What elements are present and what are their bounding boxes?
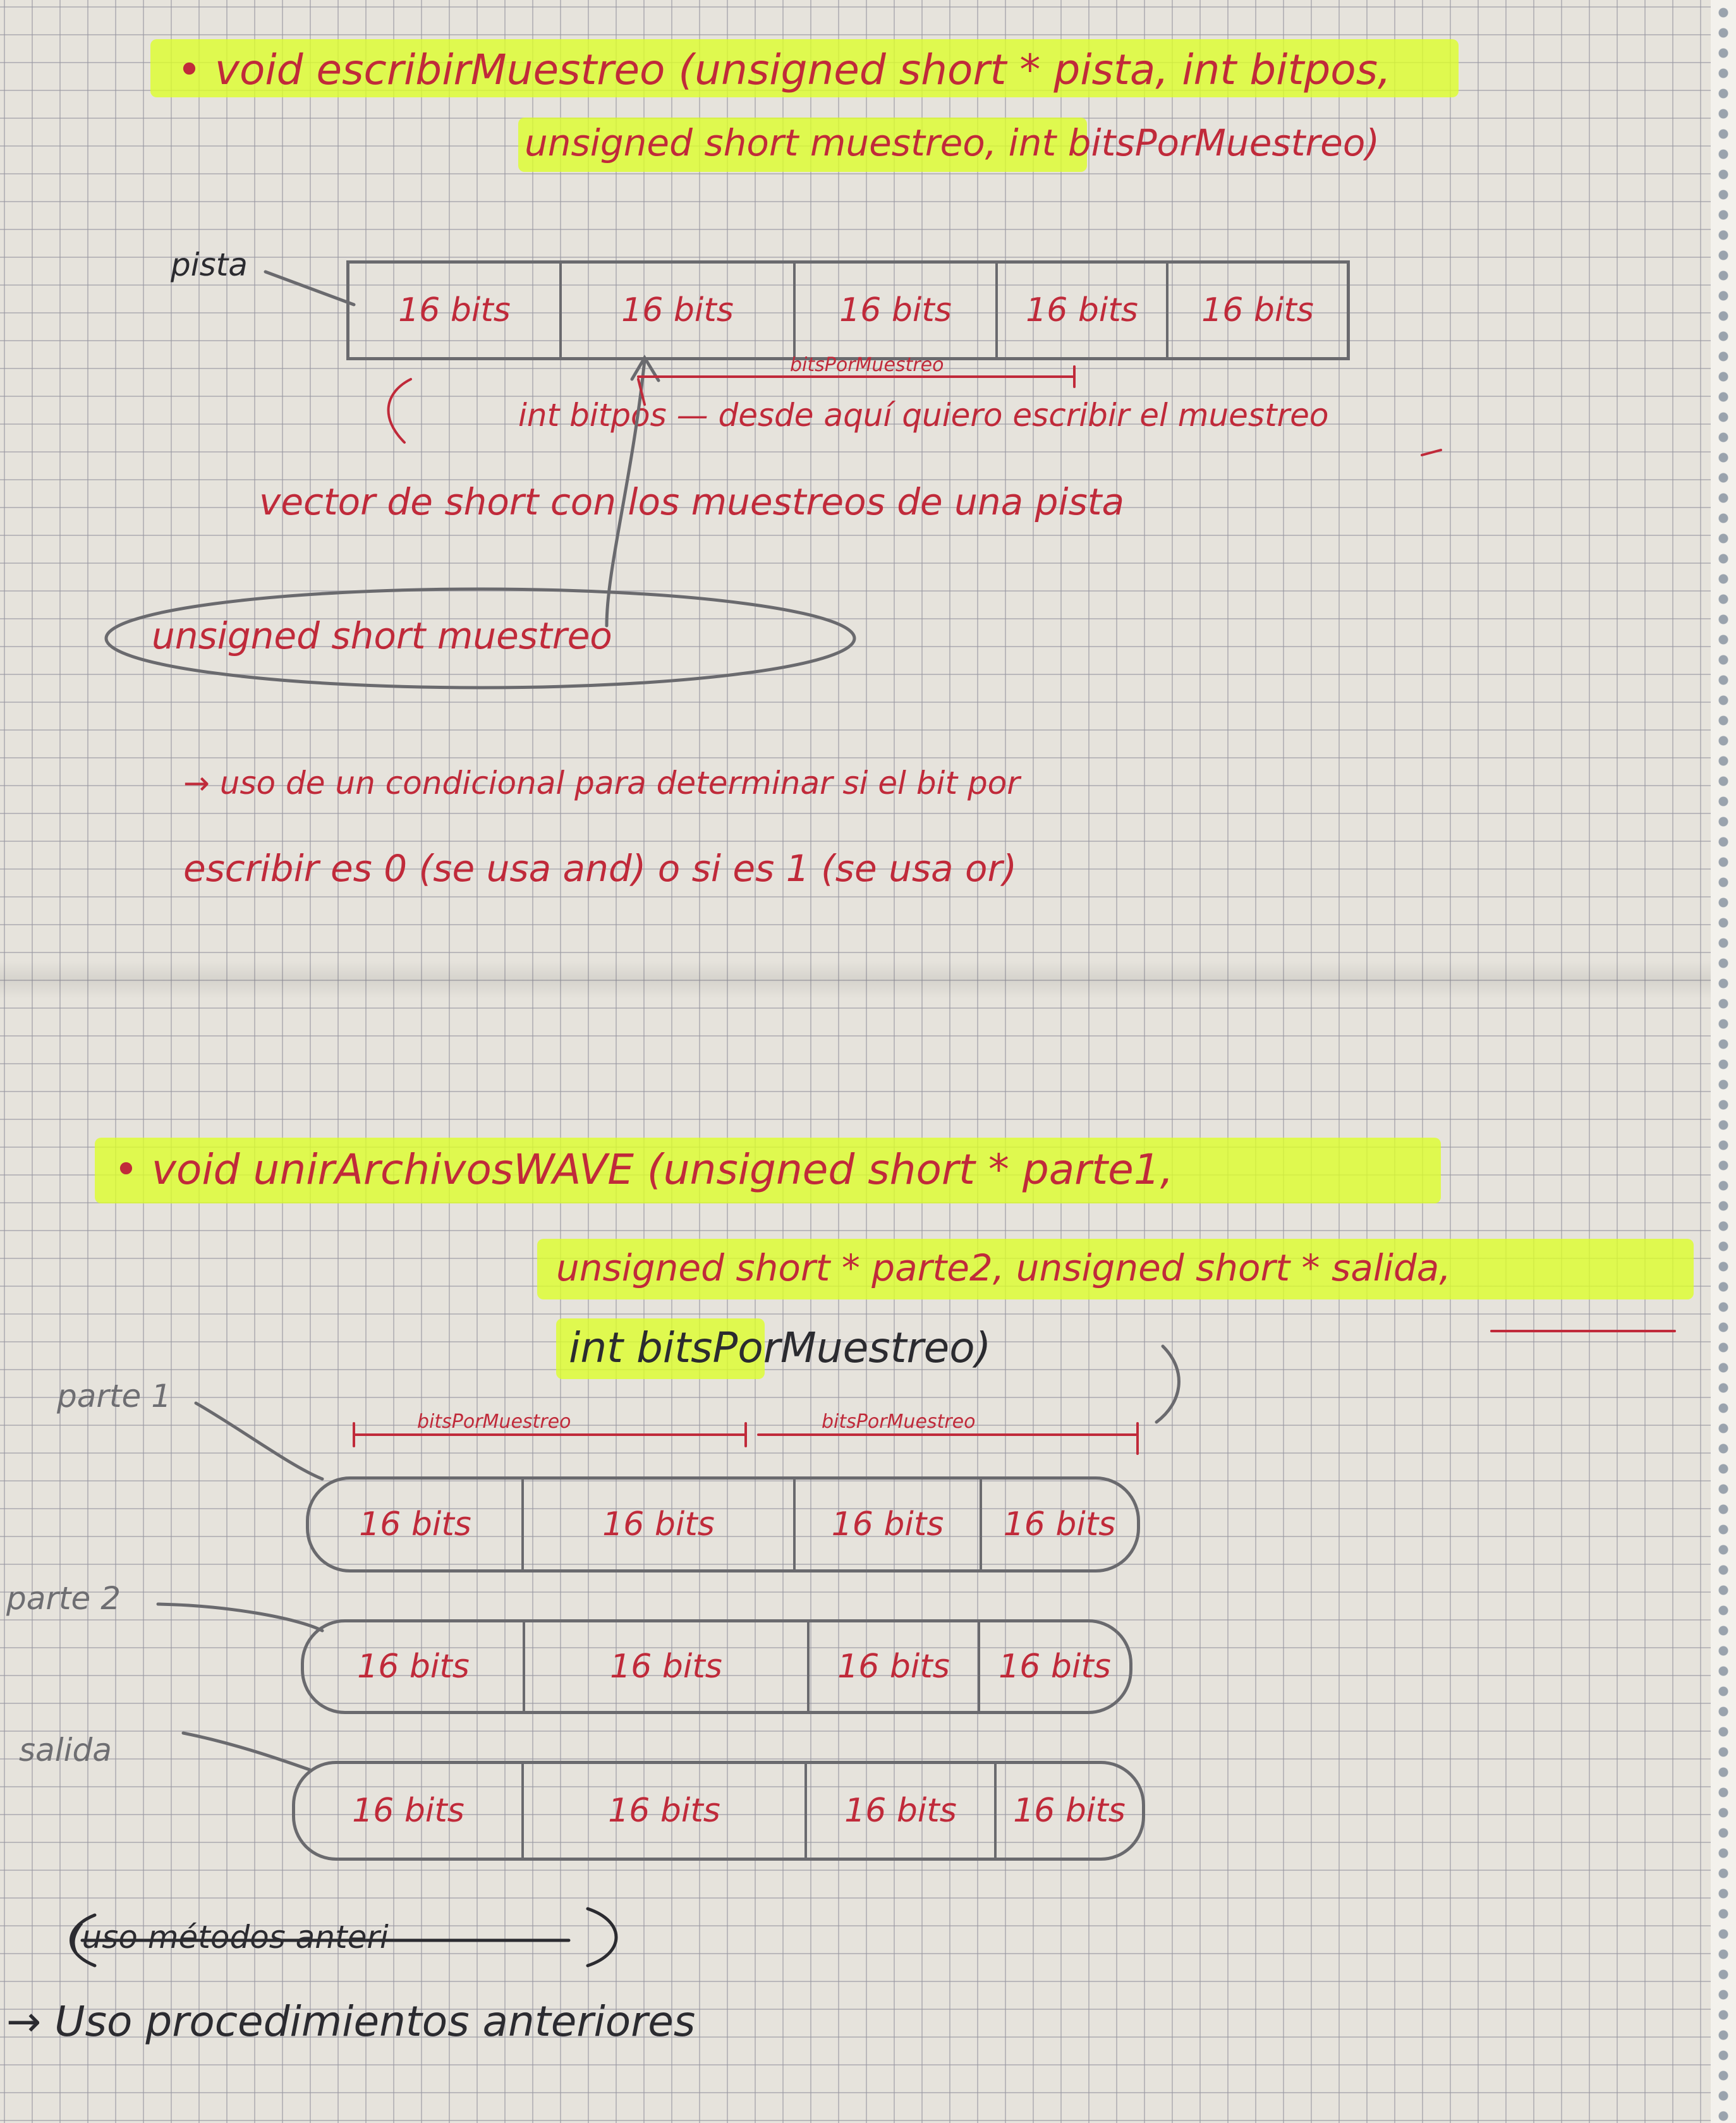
uso-condicional-line2: escribir es 0 (se usa and) o si es 1 (se…: [183, 847, 1017, 890]
vector-pointer-curve: [387, 378, 412, 444]
parte2-cell: 16 bits: [304, 1622, 525, 1711]
salida-cell: 16 bits: [1013, 1792, 1126, 1830]
salida-label: salida: [19, 1732, 112, 1768]
dimension-label-1: bitsPorMuestreo: [417, 1411, 571, 1433]
dimension-label-2: bitsPorMuestreo: [822, 1411, 976, 1433]
parte1-cell: 16 bits: [524, 1480, 796, 1569]
signature1-line1: • void escribirMuestreo (unsigned short …: [177, 46, 1391, 94]
pista-cell: 16 bits: [1201, 291, 1314, 329]
parte2-cell: 16 bits: [810, 1622, 980, 1711]
salida-cell: 16 bits: [295, 1764, 524, 1858]
vector-description: vector de short con los muestreos de una…: [259, 480, 1125, 523]
parte1-cell: 16 bits: [309, 1480, 524, 1569]
unsigned-muestreo-bubble-text: unsigned short muestreo: [152, 614, 612, 657]
parte1-array: 16 bits 16 bits 16 bits 16 bits: [306, 1476, 1140, 1572]
parte2-leader-line: [156, 1602, 324, 1633]
pista-cell: 16 bits: [349, 264, 562, 357]
bitspormuestreo-dimension-label: bitsPorMuestreo: [790, 354, 944, 376]
salida-array: 16 bits 16 bits 16 bits 16 bits: [292, 1761, 1145, 1861]
parte1-leader-line: [194, 1401, 324, 1481]
crossed-out-note: (uso métodos anteri: [70, 1919, 389, 1956]
parte2-label: parte 2: [6, 1580, 121, 1617]
muestreo-bubble: [104, 587, 856, 690]
pista-cell: 16 bits: [796, 264, 998, 357]
parte1-label: parte 1: [57, 1378, 172, 1414]
pista-cell: 16 bits: [562, 264, 796, 357]
uso-condicional-line1: → uso de un condicional para determinar …: [183, 765, 1020, 801]
pista-cell: 16 bits: [998, 264, 1168, 357]
page-fold: [0, 961, 1736, 999]
highlight-signature1-line2: [518, 118, 1087, 172]
parte2-cell: 16 bits: [999, 1648, 1111, 1686]
parte1-cell: 16 bits: [1003, 1506, 1116, 1543]
pista-leader-line: [264, 270, 356, 307]
signature1-line2: unsigned short muestreo, int bitsPorMues…: [525, 121, 1380, 164]
salida-leader-line: [181, 1731, 312, 1772]
highlight-signature2-line1: [95, 1138, 1441, 1203]
signature2-line3: int bitsPorMuestreo): [569, 1323, 992, 1372]
parte1-cell: 16 bits: [796, 1480, 982, 1569]
int-bitpos-note: int bitpos — desde aquí quiero escribir …: [518, 397, 1329, 434]
highlight-signature2-line2: [537, 1239, 1694, 1299]
parte2-array: 16 bits 16 bits 16 bits 16 bits: [301, 1619, 1132, 1714]
pista-label: pista: [171, 246, 248, 283]
highlight-signature2-line3: [556, 1318, 765, 1379]
spiral-binding: [1711, 0, 1736, 2123]
muestreo-arrow: [605, 358, 646, 628]
highlight-signature1-line1: [150, 39, 1459, 97]
pista-array: 16 bits 16 bits 16 bits 16 bits 16 bits: [346, 260, 1350, 360]
final-note: → Uso procedimientos anteriores: [6, 1997, 696, 2046]
muestreo-arrowhead: [630, 355, 660, 382]
signature2-line1: • void unirArchivosWAVE (unsigned short …: [114, 1145, 1174, 1194]
paren-curve: [1155, 1344, 1181, 1424]
parte2-cell: 16 bits: [525, 1622, 810, 1711]
salida-cell: 16 bits: [807, 1764, 997, 1858]
salida-cell: 16 bits: [524, 1764, 807, 1858]
signature2-line2: unsigned short * parte2, unsigned short …: [556, 1246, 1451, 1289]
